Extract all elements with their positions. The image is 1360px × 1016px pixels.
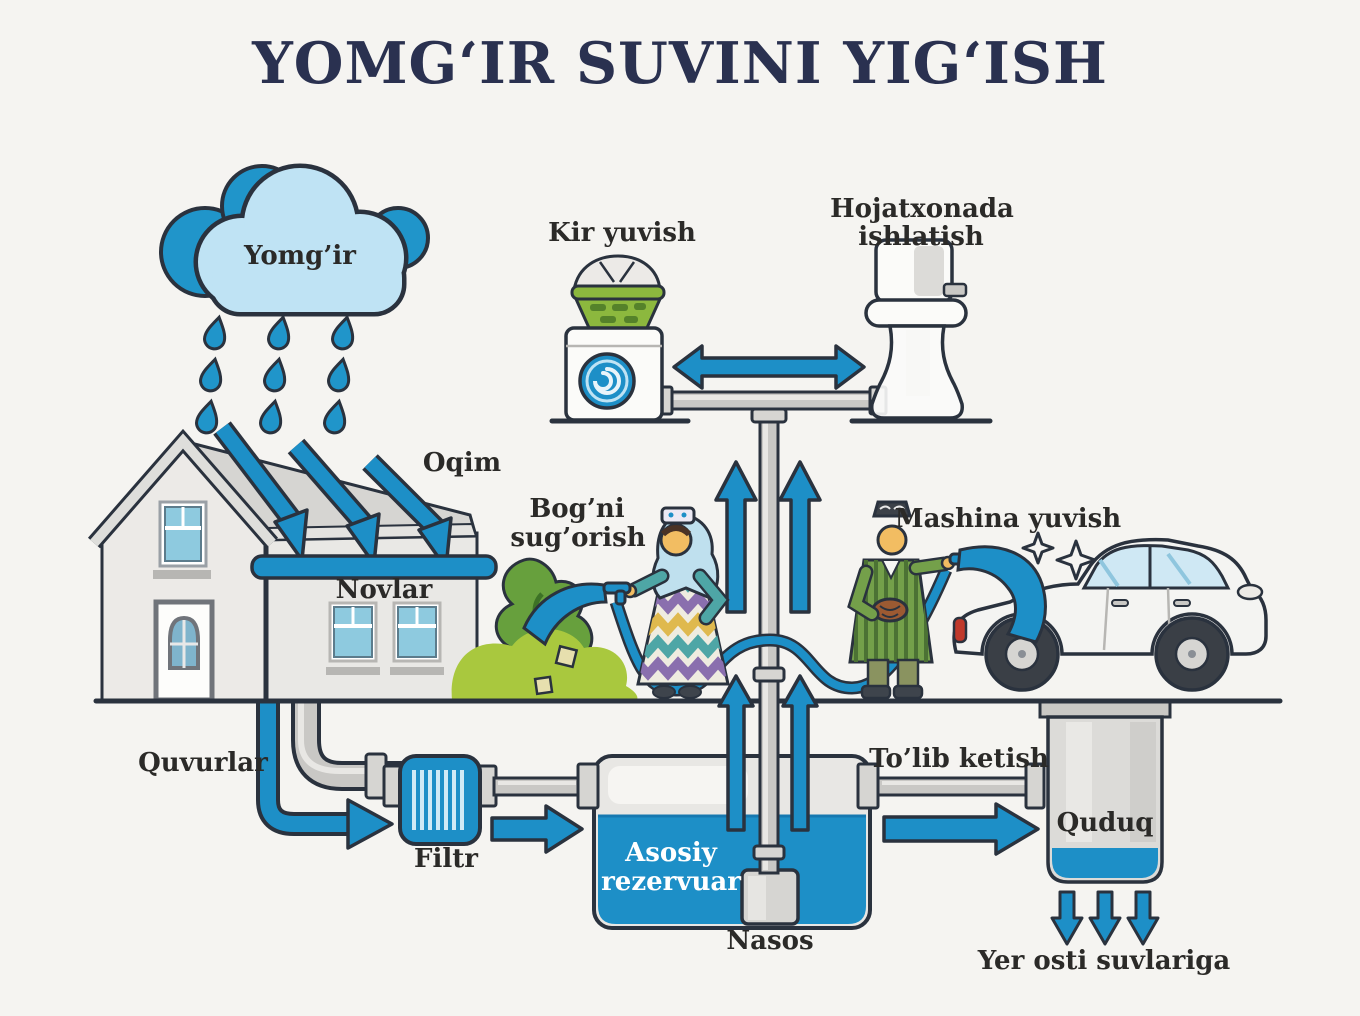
label-laundry: Kir yuvish [548,218,696,248]
distribution-pipe [654,344,888,416]
label-pipes: Quvurlar [138,748,268,778]
rain-cloud [159,163,430,317]
front-wheel [1154,616,1230,692]
label-pump: Nasos [726,926,814,956]
label-reservoir-line1: Asosiy [625,838,717,868]
car [952,531,1268,692]
suction-arrows [714,460,822,832]
extension-windows [326,601,444,675]
label-groundwater: Yer osti suvlariga [977,946,1231,976]
overflow-pipe [876,762,1046,856]
two-way-arrow [672,344,866,390]
water-jet-garden [522,582,608,647]
roof-runoff-arrows [213,421,453,570]
label-toilet-line1: Hojatxonada [830,194,1014,224]
washing-machine [564,254,666,422]
label-reservoir-line2: rezervuar [601,867,741,897]
label-rain: Yomg’ir [244,241,356,271]
toilet [864,238,968,420]
well [1038,699,1172,946]
sparkle-icon [1055,539,1097,581]
house [87,421,498,703]
man-washing-car [847,500,976,700]
page-title: YOMG‘IR SUVINI YIG‘ISH [252,30,1108,97]
label-garden-line1: Bog’ni [529,494,625,524]
label-overflow: To’lib ketish [869,744,1049,774]
front-door [153,599,215,703]
water-jet-car [956,545,1047,644]
gutter [250,554,498,580]
label-filter: Filtr [414,844,478,874]
filter-unit [382,754,584,854]
groundwater-arrows [1050,890,1160,946]
raindrops [193,313,359,437]
label-car-wash: Mashina yuvish [894,504,1122,534]
label-garden-line2: sug’orish [510,523,646,553]
label-gutters: Novlar [335,575,433,605]
label-well: Quduq [1056,808,1154,838]
upstairs-window [153,500,211,579]
sparkle-icon [1021,531,1055,565]
label-runoff: Oqim [422,448,502,478]
label-toilet-line2: ishlatish [858,222,984,252]
